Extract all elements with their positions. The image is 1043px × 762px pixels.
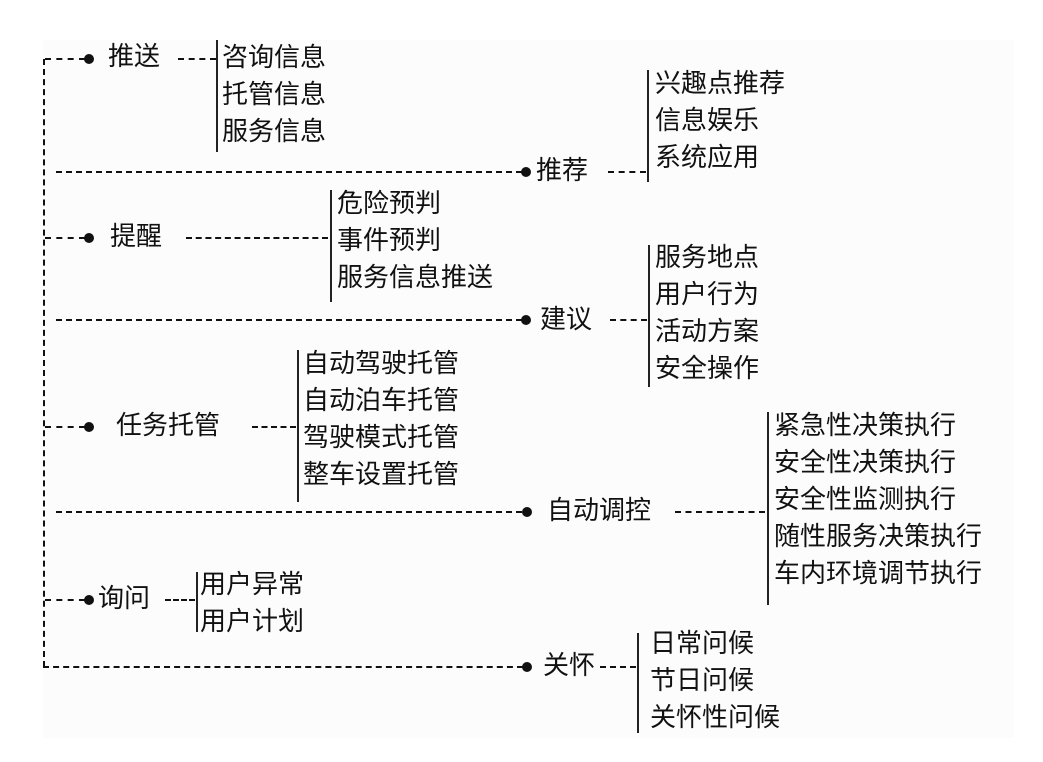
list-item: 服务信息推送 xyxy=(337,263,494,293)
branch-label: 自动调控 xyxy=(547,496,652,526)
branch-label: 提醒 xyxy=(110,222,163,252)
branch-label: 关怀 xyxy=(543,651,596,681)
connector-line xyxy=(56,511,522,513)
list-item: 安全操作 xyxy=(655,354,760,384)
list-item: 用户行为 xyxy=(655,280,760,310)
item-list: 服务地点 用户行为 活动方案 安全操作 xyxy=(655,240,759,388)
branch-label: 建议 xyxy=(540,305,593,335)
list-item: 节日问候 xyxy=(650,666,755,696)
bracket-bar xyxy=(637,633,639,733)
connector-line xyxy=(45,237,85,239)
list-item: 紧急性决策执行 xyxy=(774,411,957,441)
connector-line xyxy=(56,171,522,173)
connector-line xyxy=(56,319,522,321)
list-item: 咨询信息 xyxy=(222,43,327,73)
item-list: 自动驾驶托管 自动泊车托管 驾驶模式托管 整车设置托管 xyxy=(303,346,459,494)
list-item: 托管信息 xyxy=(222,80,327,110)
item-list: 兴趣点推荐 信息娱乐 系统应用 xyxy=(655,66,785,177)
node-dot xyxy=(521,315,531,325)
list-item: 驾驶模式托管 xyxy=(303,423,460,453)
list-item: 车内环境调节执行 xyxy=(774,559,983,589)
node-dot xyxy=(84,422,94,432)
bracket-bar xyxy=(216,40,218,152)
list-item: 用户计划 xyxy=(200,607,305,637)
connector-line xyxy=(600,666,636,668)
node-dot xyxy=(84,54,94,64)
node-dot xyxy=(522,507,532,517)
item-list: 日常问候 节日问候 关怀性问候 xyxy=(650,626,780,737)
bracket-bar xyxy=(647,70,649,182)
list-item: 整车设置托管 xyxy=(303,460,460,490)
list-item: 信息娱乐 xyxy=(655,106,760,136)
connector-line xyxy=(252,426,296,428)
list-item: 日常问候 xyxy=(650,629,755,659)
item-list: 紧急性决策执行 安全性决策执行 安全性监测执行 随性服务决策执行 车内环境调节执… xyxy=(774,408,982,593)
list-item: 服务地点 xyxy=(655,243,760,273)
connector-line xyxy=(165,599,195,601)
connector-line xyxy=(178,58,216,60)
bracket-bar xyxy=(767,412,769,605)
list-item: 活动方案 xyxy=(655,317,760,347)
list-item: 系统应用 xyxy=(655,143,760,173)
list-item: 危险预判 xyxy=(337,189,442,219)
bracket-bar xyxy=(297,350,299,502)
branch-label: 推送 xyxy=(108,42,161,72)
connector-line xyxy=(45,426,85,428)
connector-line xyxy=(610,319,647,321)
connector-line xyxy=(45,58,85,60)
connector-line xyxy=(186,237,328,239)
connector-line xyxy=(608,171,646,173)
connector-line xyxy=(43,666,523,668)
item-list: 危险预判 事件预判 服务信息推送 xyxy=(337,186,493,297)
list-item: 自动驾驶托管 xyxy=(303,349,460,379)
diagram-panel xyxy=(43,40,1014,738)
item-list: 咨询信息 托管信息 服务信息 xyxy=(222,40,326,151)
list-item: 随性服务决策执行 xyxy=(774,522,983,552)
bracket-bar xyxy=(648,245,650,387)
connector-line xyxy=(675,511,765,513)
list-item: 安全性监测执行 xyxy=(774,485,957,515)
node-dot xyxy=(84,233,94,243)
bracket-bar xyxy=(330,190,332,302)
list-item: 用户异常 xyxy=(200,570,305,600)
node-dot xyxy=(84,595,94,605)
list-item: 事件预判 xyxy=(337,226,442,256)
list-item: 关怀性问候 xyxy=(650,703,781,733)
node-dot xyxy=(522,662,532,672)
branch-label: 询问 xyxy=(98,584,151,614)
item-list: 用户异常 用户计划 xyxy=(200,567,304,641)
bracket-bar xyxy=(196,572,198,632)
list-item: 自动泊车托管 xyxy=(303,386,460,416)
list-item: 安全性决策执行 xyxy=(774,448,957,478)
trunk-line xyxy=(43,59,45,667)
connector-line xyxy=(45,599,85,601)
branch-label: 任务托管 xyxy=(116,411,221,441)
node-dot xyxy=(521,167,531,177)
list-item: 兴趣点推荐 xyxy=(655,69,786,99)
list-item: 服务信息 xyxy=(222,117,327,147)
branch-label: 推荐 xyxy=(536,156,589,186)
